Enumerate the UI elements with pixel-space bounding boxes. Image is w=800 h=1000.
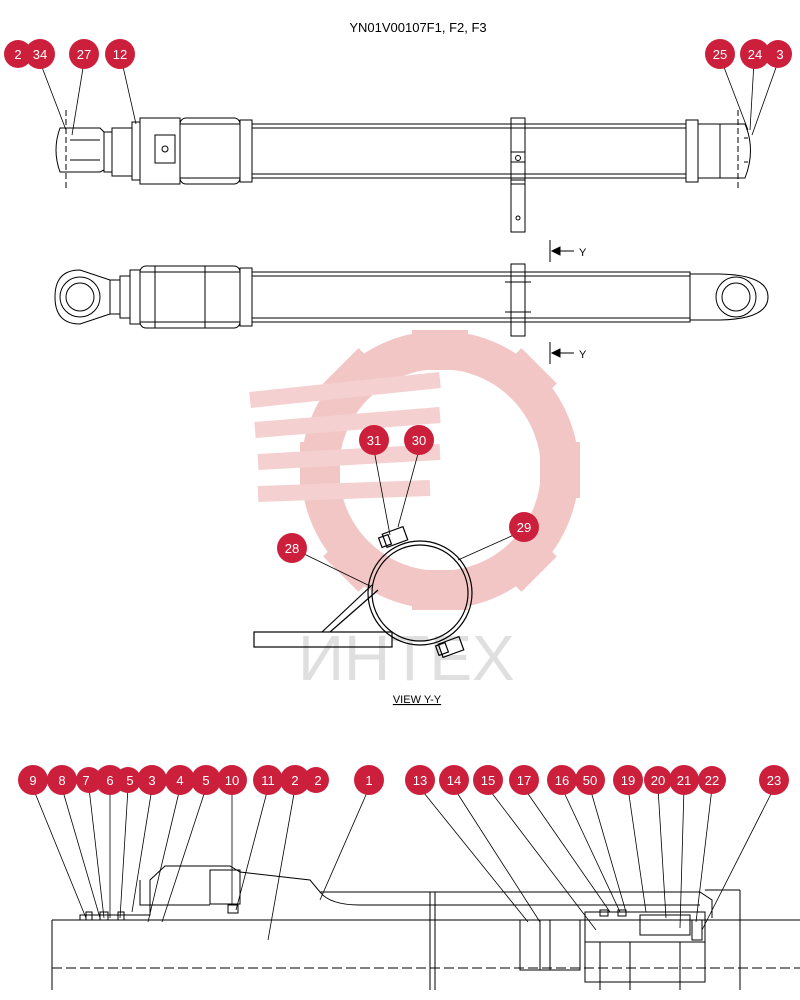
svg-text:19: 19 <box>621 773 635 788</box>
svg-text:29: 29 <box>517 520 531 535</box>
callout-marker[interactable]: 25 <box>705 39 735 69</box>
svg-text:31: 31 <box>367 433 381 448</box>
svg-text:25: 25 <box>713 47 727 62</box>
clamp-view-yy <box>253 525 473 659</box>
svg-text:23: 23 <box>767 773 781 788</box>
svg-text:4: 4 <box>176 773 183 788</box>
svg-text:24: 24 <box>748 47 762 62</box>
callout-marker[interactable]: 50 <box>575 765 605 795</box>
callout-marker[interactable]: 20 <box>644 766 672 794</box>
callout-marker[interactable]: 14 <box>439 765 469 795</box>
svg-text:14: 14 <box>447 773 461 788</box>
callout-marker[interactable]: 3 <box>137 765 167 795</box>
svg-text:12: 12 <box>113 47 127 62</box>
svg-text:21: 21 <box>677 773 691 788</box>
callout-marker[interactable]: 29 <box>509 512 539 542</box>
callout-marker[interactable]: 31 <box>359 425 389 455</box>
svg-text:50: 50 <box>583 773 597 788</box>
svg-text:30: 30 <box>412 433 426 448</box>
svg-text:22: 22 <box>705 773 719 788</box>
svg-text:3: 3 <box>148 773 155 788</box>
callout-marker[interactable]: 24 <box>740 39 770 69</box>
svg-text:7: 7 <box>82 773 89 788</box>
svg-text:5: 5 <box>202 773 209 788</box>
callout-marker[interactable]: 28 <box>277 533 307 563</box>
svg-text:11: 11 <box>261 773 275 788</box>
callout-marker[interactable]: 27 <box>69 39 99 69</box>
view-caption: VIEW Y-Y <box>393 694 442 706</box>
section-marker-y <box>549 240 574 364</box>
svg-text:17: 17 <box>517 773 531 788</box>
svg-text:3: 3 <box>776 47 783 62</box>
cylinder-side-view <box>54 263 769 337</box>
svg-text:2: 2 <box>14 47 21 62</box>
callout-marker[interactable]: 34 <box>25 39 55 69</box>
callout-marker[interactable]: 17 <box>509 765 539 795</box>
svg-text:34: 34 <box>33 47 47 62</box>
svg-text:5: 5 <box>126 773 133 788</box>
drawing-title: YN01V00107F1, F2, F3 <box>349 20 486 35</box>
callout-marker[interactable]: 12 <box>105 39 135 69</box>
callout-marker[interactable]: 1 <box>354 765 384 795</box>
leader-lines <box>32 61 779 941</box>
callout-marker[interactable]: 15 <box>473 765 503 795</box>
cylinder-section-view <box>51 865 800 990</box>
callout-marker[interactable]: 30 <box>404 425 434 455</box>
svg-text:20: 20 <box>651 773 665 788</box>
svg-text:10: 10 <box>225 773 239 788</box>
callouts-view: 31 30 28 29 <box>277 425 539 563</box>
section-marker-label-top: Y <box>579 247 587 259</box>
callout-marker[interactable]: 5 <box>191 765 221 795</box>
callout-marker[interactable]: 2 <box>4 40 32 68</box>
callout-marker[interactable]: 11 <box>253 765 283 795</box>
callout-marker[interactable]: 6 <box>95 765 125 795</box>
svg-text:15: 15 <box>481 773 495 788</box>
svg-text:16: 16 <box>555 773 569 788</box>
callout-marker[interactable]: 3 <box>764 40 792 68</box>
svg-text:13: 13 <box>413 773 427 788</box>
callout-marker[interactable]: 7 <box>76 767 102 793</box>
callout-marker[interactable]: 2 <box>280 765 310 795</box>
svg-text:2: 2 <box>291 773 298 788</box>
callout-marker[interactable]: 9 <box>18 765 48 795</box>
callout-marker[interactable]: 8 <box>47 765 77 795</box>
callout-marker[interactable]: 22 <box>698 766 726 794</box>
callout-marker[interactable]: 21 <box>669 765 699 795</box>
callout-marker[interactable]: 4 <box>165 765 195 795</box>
callout-marker[interactable]: 10 <box>217 765 247 795</box>
cylinder-top-view <box>55 110 751 233</box>
callout-marker[interactable]: 13 <box>405 765 435 795</box>
callout-marker[interactable]: 19 <box>613 765 643 795</box>
callout-marker[interactable]: 23 <box>759 765 789 795</box>
section-marker-label-bottom: Y <box>579 349 587 361</box>
callouts-section: 9 8 7 5 6 3 4 5 10 11 2 2 1 13 14 15 17 … <box>18 765 789 795</box>
callout-marker[interactable]: 2 <box>303 767 329 793</box>
callout-marker[interactable]: 16 <box>547 765 577 795</box>
svg-text:2: 2 <box>314 773 321 788</box>
callouts-top: 2 34 27 12 25 3 24 <box>4 39 792 69</box>
svg-text:6: 6 <box>106 773 113 788</box>
svg-text:28: 28 <box>285 541 299 556</box>
svg-text:1: 1 <box>365 773 372 788</box>
watermark-text: ИНТЕХ <box>298 622 515 694</box>
svg-text:9: 9 <box>29 773 36 788</box>
svg-text:27: 27 <box>77 47 91 62</box>
watermark-logo: ИНТЕХ <box>249 330 580 694</box>
svg-text:8: 8 <box>58 773 65 788</box>
